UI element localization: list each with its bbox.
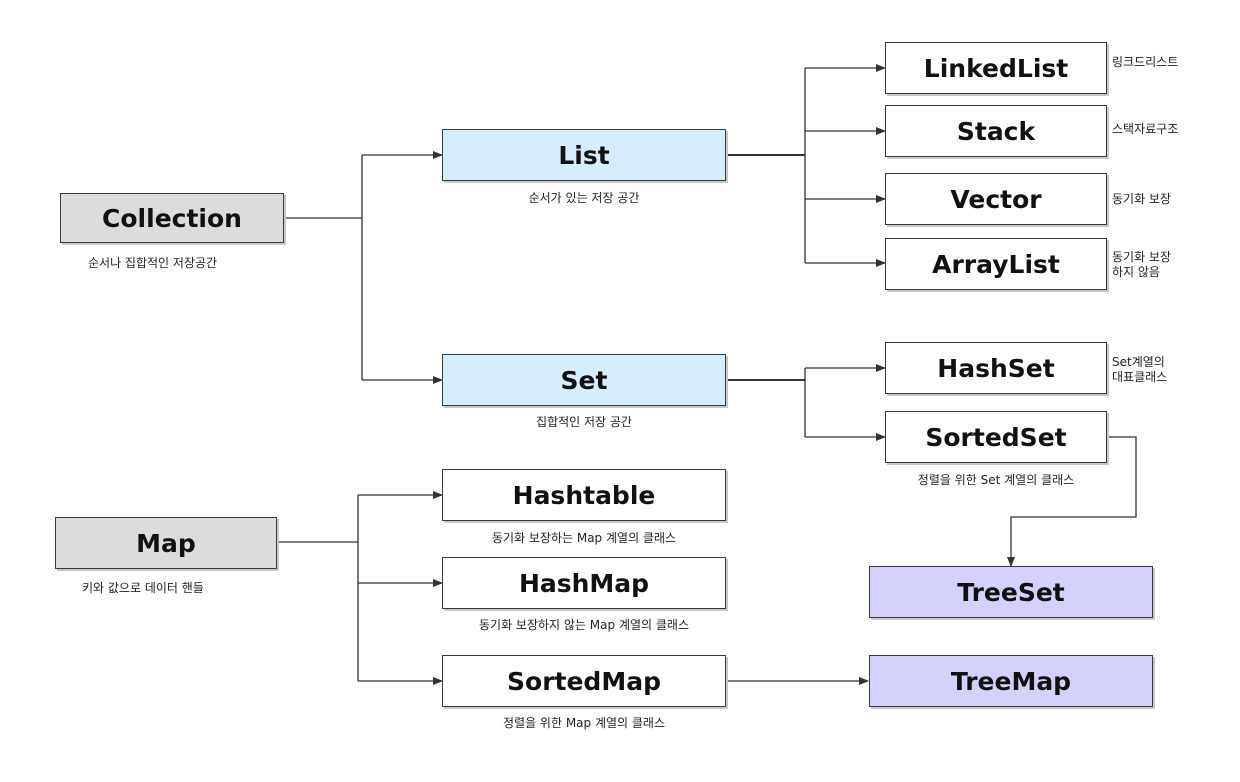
linkedlist-label: LinkedList [923,53,1069,83]
map-node: Map [55,517,277,569]
sortedset-caption: 정렬을 위한 Set 계열의 클래스 [917,473,1075,487]
hashset-note-line2: 대표클래스 [1112,370,1168,384]
hashmap-label: HashMap [518,568,650,598]
sortedmap-caption: 정렬을 위한 Map 계열의 클래스 [502,716,666,730]
set-caption: 집합적인 저장 공간 [536,415,632,429]
stack-label: Stack [956,116,1036,146]
treemap-label: TreeMap [950,666,1072,696]
stack-note: 스택자료구조 [1112,122,1179,136]
map-label: Map [136,528,196,558]
collection-node: Collection [60,193,284,243]
hashset-node: HashSet [885,342,1107,394]
set-node: Set [442,354,726,406]
arraylist-note-line1: 동기화 보장 [1112,250,1172,264]
hashset-note: Set계열의 대표클래스 [1112,355,1167,385]
collection-label: Collection [102,203,242,233]
hashmap-node: HashMap [442,557,726,609]
list-label: List [558,140,610,170]
arraylist-label: ArrayList [932,249,1060,279]
sortedmap-label: SortedMap [507,666,661,696]
arrow-to-treeset [1007,436,1137,567]
hashtable-node: Hashtable [442,469,726,521]
treemap-node: TreeMap [869,655,1153,707]
map-caption: 키와 값으로 데이터 핸들 [82,581,204,595]
vector-note: 동기화 보장 [1112,192,1172,206]
arraylist-note-line2: 하지 않음 [1112,265,1160,279]
list-caption: 순서가 있는 저장 공간 [528,191,640,205]
vector-label: Vector [950,184,1042,214]
arraylist-node: ArrayList [885,238,1107,290]
set-label: Set [560,365,608,395]
hashtable-label: Hashtable [512,480,656,510]
sortedmap-node: SortedMap [442,655,726,707]
hashset-note-line1: Set계열의 [1112,355,1165,369]
hashtable-caption: 동기화 보장하는 Map 계열의 클래스 [491,531,677,545]
sortedset-node: SortedSet [885,411,1107,463]
stack-node: Stack [885,105,1107,157]
collection-caption: 순서나 집합적인 저장공간 [88,256,218,270]
treeset-node: TreeSet [869,566,1153,618]
linkedlist-node: LinkedList [885,42,1107,94]
hashset-label: HashSet [937,353,1055,383]
list-node: List [442,129,726,181]
treeset-label: TreeSet [957,577,1065,607]
vector-node: Vector [885,173,1107,225]
linkedlist-note: 링크드리스트 [1112,55,1179,69]
sortedset-label: SortedSet [925,422,1067,452]
hashmap-caption: 동기화 보장하지 않는 Map 계열의 클래스 [479,618,689,632]
arraylist-note: 동기화 보장 하지 않음 [1112,250,1171,280]
